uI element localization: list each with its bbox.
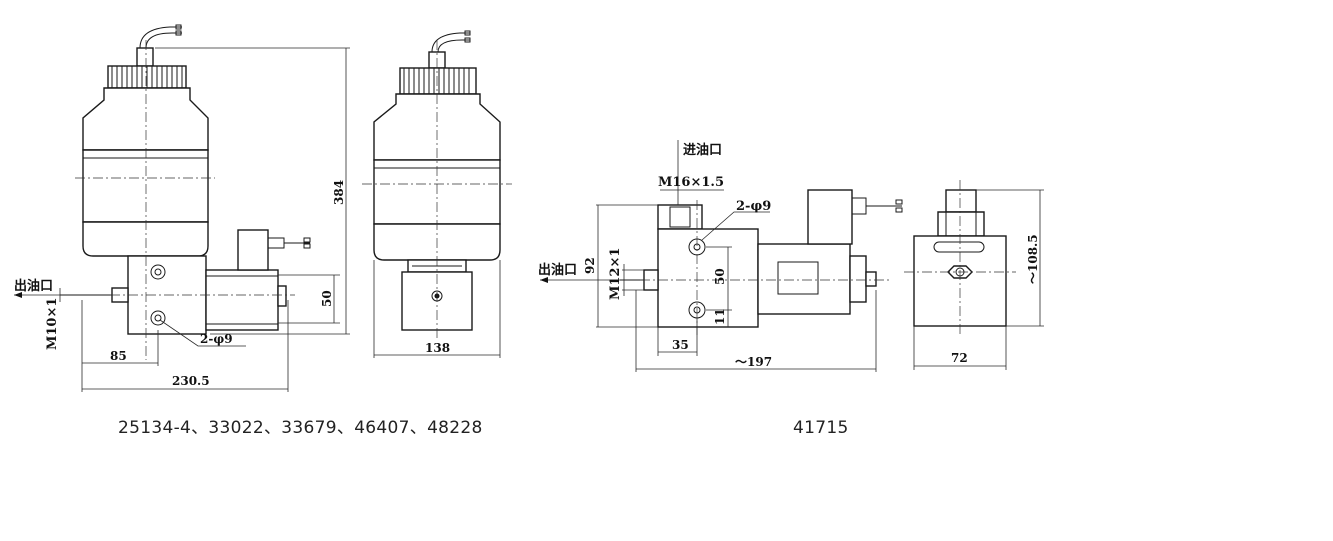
right-dim-width: 72 xyxy=(951,351,968,365)
right-inlet-label: 进油口 xyxy=(683,142,722,158)
right-dim-height: ～108.5 xyxy=(1026,234,1040,284)
left-side-width: 138 xyxy=(425,341,450,355)
left-outlet-label: 出油口 xyxy=(14,278,53,294)
right-side-view xyxy=(904,180,1016,336)
left-dimensions xyxy=(14,47,350,392)
left-side-view xyxy=(362,30,512,358)
left-thread-label: M10×1 xyxy=(45,298,60,350)
right-outlet-label: 出油口 xyxy=(538,262,577,278)
right-inlet-thread: M16×1.5 xyxy=(658,175,724,190)
left-front-view xyxy=(60,24,311,360)
left-caption: 25134-4、33022、33679、46407、48228 xyxy=(118,418,483,438)
left-dim-block: 50 xyxy=(320,290,334,307)
right-dimensions xyxy=(540,140,877,372)
right-front-view xyxy=(620,189,903,335)
right-dim-92: 92 xyxy=(583,257,597,274)
left-labels: 出油口 M10×1 384 50 85 230.5 2-φ9 xyxy=(14,180,346,388)
left-dim-width: 230.5 xyxy=(172,374,210,388)
right-thread-label: M12×1 xyxy=(608,248,623,300)
right-labels: 进油口 M16×1.5 2-φ9 出油口 92 M12×1 50 11 35 ～… xyxy=(538,142,772,369)
left-dim-height: 384 xyxy=(332,180,346,205)
right-dim-11: 11 xyxy=(713,308,727,325)
right-dim-length: ～197 xyxy=(735,355,772,369)
right-dim-50: 50 xyxy=(713,268,727,285)
right-dim-35: 35 xyxy=(672,338,689,352)
right-caption: 41715 xyxy=(793,418,849,438)
right-side-dimensions xyxy=(913,189,1044,370)
right-hole-label: 2-φ9 xyxy=(736,199,771,214)
left-dim-offset: 85 xyxy=(110,349,127,363)
left-hole-label: 2-φ9 xyxy=(200,332,233,346)
